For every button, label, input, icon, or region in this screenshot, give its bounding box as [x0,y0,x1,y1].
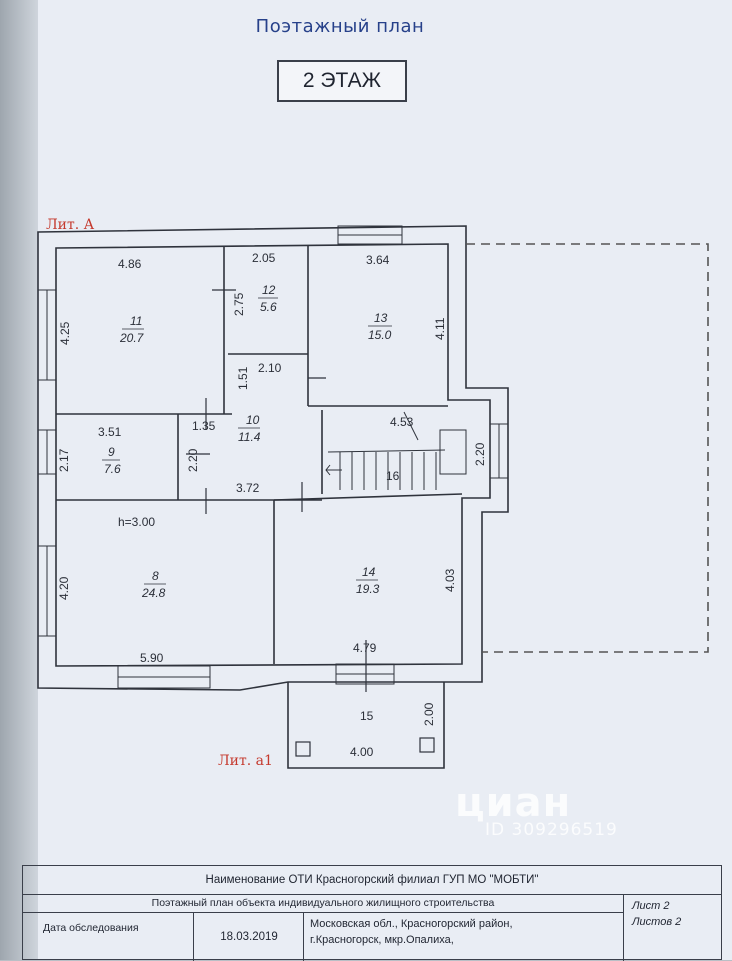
svg-text:11.4: 11.4 [238,430,261,444]
outer-wall [37,225,509,691]
svg-text:19.3: 19.3 [356,582,380,596]
dim-2-20-b: 2.20 [473,442,487,466]
svg-text:14: 14 [362,565,376,579]
watermark: циан ID 309296519 [455,780,618,840]
dim-5-90: 5.90 [140,651,164,665]
svg-text:8: 8 [152,569,159,583]
dim-4-20: 4.20 [57,576,71,600]
balcony-outline [287,682,445,769]
title-block: Наименование ОТИ Красногорский филиал ГУ… [22,865,722,961]
dim-1-51: 1.51 [236,366,250,390]
lit-a1-label: Лит. а1 [218,753,273,769]
sheet-info: Лист 2 Листов 2 [623,894,721,961]
stair-number: 16 [386,469,400,483]
dim-2-20-a: 2.20 [186,448,200,472]
svg-text:9: 9 [108,445,115,459]
svg-text:5.6: 5.6 [260,300,277,314]
inspection-date-label: Дата обследования [43,922,139,934]
dim-2-05: 2.05 [252,251,276,265]
svg-text:24.8: 24.8 [141,586,166,600]
dim-3-72: 3.72 [236,481,260,495]
balcony-post-left [295,741,311,757]
svg-text:11: 11 [130,314,142,328]
dim-2-00: 2.00 [422,702,436,726]
room-13: 13 15.0 [368,311,392,342]
svg-text:12: 12 [262,283,276,297]
title-block-organization: Наименование ОТИ Красногорский филиал ГУ… [23,866,721,895]
room-14: 14 19.3 [356,565,380,596]
balcony-number: 15 [360,709,374,723]
svg-text:15.0: 15.0 [368,328,392,342]
document-sheet [38,0,732,960]
dim-3-51: 3.51 [98,425,122,439]
staircase [325,411,467,490]
address-line-2: г.Красногорск, мкр.Опалиха, [310,934,454,946]
address: Московская обл., Красногорский район, г.… [303,912,623,961]
sheet-number: Лист 2 [632,900,670,912]
dim-4-86: 4.86 [118,257,142,271]
room-12: 12 5.6 [258,283,278,314]
dim-3-64: 3.64 [366,253,390,267]
floor-label-box: 2 ЭТАЖ [277,60,407,102]
inspection-date-value: 18.03.2019 [193,912,304,961]
lit-a-label: Лит. А [46,217,95,233]
svg-text:13: 13 [374,311,388,325]
room-9: 9 7.6 [102,445,121,476]
wall-14-top [273,493,463,501]
dim-4-11: 4.11 [433,317,447,340]
svg-text:20.7: 20.7 [119,331,145,345]
dim-4-03: 4.03 [443,568,457,592]
address-line-1: Московская обл., Красногорский район, [310,918,513,930]
terrace-outline [466,243,709,653]
svg-text:10: 10 [246,413,260,427]
dim-4-53: 4.53 [390,415,414,429]
dim-4-25: 4.25 [58,321,72,345]
sheet-count: Листов 2 [632,916,682,928]
height-note: h=3.00 [118,515,155,529]
page-title: Поэтажный план [255,16,425,37]
inner-wall [55,243,491,667]
door-markers [186,289,367,692]
dim-1-35: 1.35 [192,419,216,433]
watermark-brand: циан [455,780,572,826]
balcony-post-right [419,737,435,753]
watermark-id: ID 309296519 [485,820,618,840]
room-10: 10 11.4 [238,413,261,444]
dim-2-17: 2.17 [57,448,71,472]
room-11: 11 20.7 [119,314,145,345]
dim-2-10: 2.10 [258,361,282,375]
windows [37,225,509,689]
dim-2-75: 2.75 [232,292,246,316]
room-8: 8 24.8 [141,569,166,600]
svg-text:7.6: 7.6 [104,462,121,476]
dim-4-00: 4.00 [350,745,374,759]
dim-4-79: 4.79 [353,641,377,655]
page-edge-shadow [0,0,38,960]
title-block-document-type: Поэтажный план объекта индивидуального ж… [23,894,623,913]
